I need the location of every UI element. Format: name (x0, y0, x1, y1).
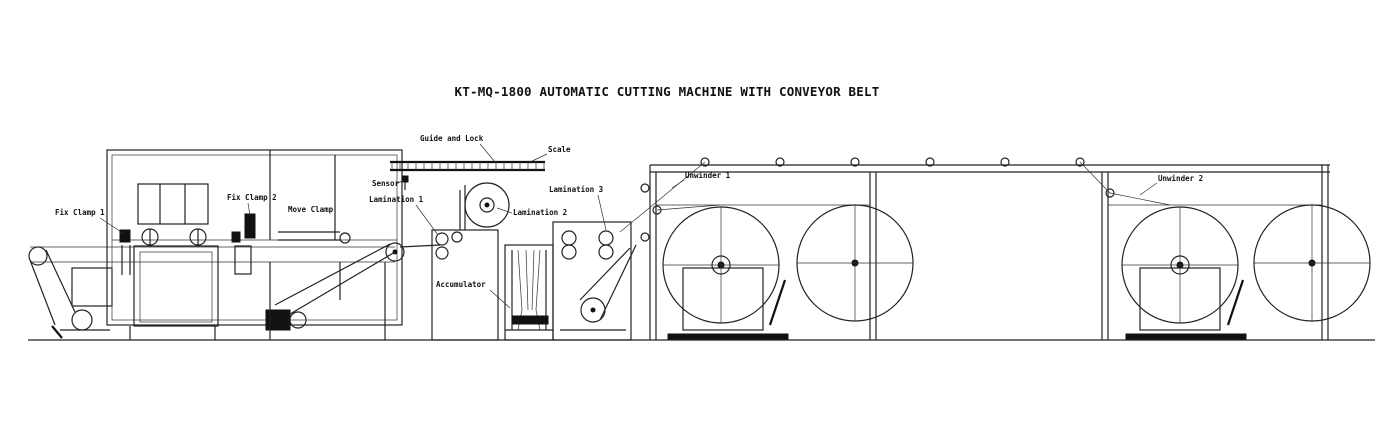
svg-text:Guide and Lock: Guide and Lock (420, 134, 484, 143)
svg-text:Unwinder 1: Unwinder 1 (685, 171, 731, 180)
label-sensor: Sensor (372, 179, 405, 188)
label-unwinder-1: Unwinder 1 (671, 171, 731, 189)
svg-text:Sensor: Sensor (372, 179, 400, 188)
label-unwinder-2: Unwinder 2 (1139, 174, 1203, 196)
svg-text:Lamination 3: Lamination 3 (549, 185, 604, 194)
fix-clamp-1-part (119, 229, 131, 275)
svg-text:Lamination 1: Lamination 1 (369, 195, 424, 204)
unwinder-1-rolls (662, 204, 914, 340)
scale-bar (390, 160, 545, 172)
label-fix-clamp-2: Fix Clamp 2 (227, 193, 277, 217)
label-lamination-2: Lamination 2 (496, 207, 567, 217)
label-accumulator: Accumulator (436, 280, 511, 309)
label-fix-clamp-1: Fix Clamp 1 (55, 208, 125, 235)
drive-linkage (265, 243, 396, 340)
svg-text:Fix Clamp 2: Fix Clamp 2 (227, 193, 277, 202)
label-lamination-3: Lamination 3 (549, 185, 607, 231)
label-guide-and-lock: Guide and Lock (420, 134, 496, 163)
label-scale: Scale (529, 145, 571, 163)
sensor-part (401, 175, 409, 190)
accumulator-unit (504, 244, 554, 341)
diagram-title: KT-MQ-1800 AUTOMATIC CUTTING MACHINE WIT… (454, 84, 880, 99)
svg-text:Unwinder 2: Unwinder 2 (1158, 174, 1203, 183)
svg-text:Lamination 2: Lamination 2 (513, 208, 567, 217)
svg-text:Accumulator: Accumulator (436, 280, 486, 289)
label-move-clamp: Move Clamp (288, 205, 334, 214)
fix-clamp-2-part (231, 213, 256, 275)
label-lamination-1: Lamination 1 (369, 195, 439, 236)
conveyor-belt (28, 246, 395, 339)
svg-text:Fix Clamp 1: Fix Clamp 1 (55, 208, 105, 217)
unwinder-frame (619, 157, 1330, 340)
lamination-1-unit (399, 182, 510, 341)
cutting-head (129, 183, 219, 340)
unwinder-2-rolls (1121, 204, 1371, 340)
lamination-3-unit (552, 221, 637, 341)
svg-text:Move Clamp: Move Clamp (288, 205, 334, 214)
svg-text:Scale: Scale (548, 145, 571, 154)
